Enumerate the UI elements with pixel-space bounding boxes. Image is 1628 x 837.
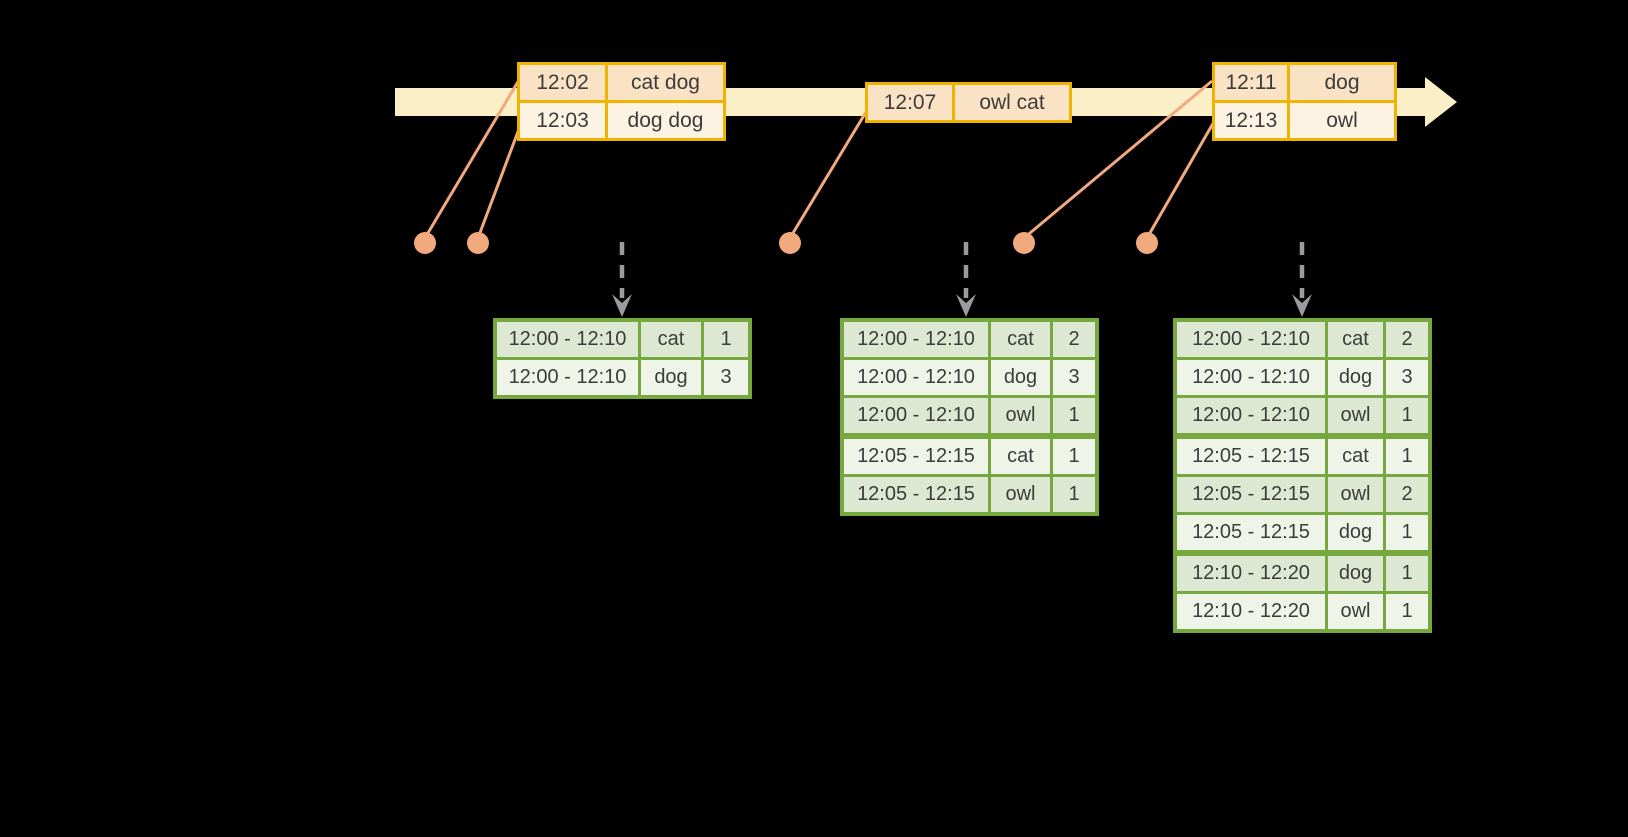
- event-connector-line: [1023, 79, 1213, 240]
- event-words-cell: cat dog: [605, 62, 726, 103]
- window-cell: 12:10 - 12:20: [1173, 550, 1328, 594]
- word-cell: owl: [1325, 395, 1386, 438]
- count-cell: 1: [1383, 512, 1432, 555]
- word-cell: cat: [988, 318, 1053, 360]
- window-cell: 12:00 - 12:10: [840, 357, 991, 398]
- window-cell: 12:00 - 12:10: [840, 318, 991, 360]
- count-cell: 1: [1383, 395, 1432, 438]
- word-cell: cat: [638, 318, 704, 360]
- dashed-down-arrow-icon: [956, 242, 976, 317]
- count-cell: 3: [1050, 357, 1099, 398]
- event-words-cell: dog dog: [605, 100, 726, 141]
- event-time-cell: 12:02: [517, 62, 608, 103]
- event-words-cell: owl: [1287, 100, 1397, 141]
- event-dot: [1013, 232, 1035, 254]
- count-cell: 1: [1050, 433, 1099, 477]
- word-cell: dog: [1325, 357, 1386, 398]
- window-cell: 12:00 - 12:10: [840, 395, 991, 438]
- window-cell: 12:00 - 12:10: [1173, 395, 1328, 438]
- window-cell: 12:05 - 12:15: [1173, 433, 1328, 477]
- count-cell: 1: [701, 318, 752, 360]
- count-cell: 3: [701, 357, 752, 399]
- word-cell: cat: [988, 433, 1053, 477]
- count-cell: 1: [1383, 550, 1432, 594]
- event-dot: [414, 232, 436, 254]
- event-connector-line: [423, 79, 521, 239]
- event-dot: [467, 232, 489, 254]
- word-cell: dog: [1325, 512, 1386, 555]
- count-cell: 2: [1383, 474, 1432, 515]
- count-cell: 3: [1383, 357, 1432, 398]
- event-words-cell: owl cat: [952, 82, 1072, 123]
- count-cell: 1: [1383, 433, 1432, 477]
- count-cell: 1: [1050, 395, 1099, 438]
- window-cell: 12:00 - 12:10: [493, 357, 641, 399]
- count-cell: 2: [1383, 318, 1432, 360]
- window-cell: 12:05 - 12:15: [840, 433, 991, 477]
- word-cell: owl: [988, 395, 1053, 438]
- event-dot: [1136, 232, 1158, 254]
- word-cell: cat: [1325, 318, 1386, 360]
- word-cell: dog: [1325, 550, 1386, 594]
- count-cell: 2: [1050, 318, 1099, 360]
- window-cell: 12:05 - 12:15: [1173, 512, 1328, 555]
- window-cell: 12:05 - 12:15: [1173, 474, 1328, 515]
- event-connector-line: [476, 120, 524, 239]
- count-cell: 1: [1050, 474, 1099, 516]
- word-cell: dog: [988, 357, 1053, 398]
- word-cell: owl: [1325, 474, 1386, 515]
- dashed-down-arrow-icon: [1292, 242, 1312, 317]
- window-cell: 12:00 - 12:10: [493, 318, 641, 360]
- event-connector-line: [788, 111, 868, 239]
- event-time-cell: 12:13: [1212, 100, 1290, 141]
- event-time-cell: 12:03: [517, 100, 608, 141]
- window-cell: 12:05 - 12:15: [840, 474, 991, 516]
- event-dot: [779, 232, 801, 254]
- event-time-cell: 12:11: [1212, 62, 1290, 103]
- count-cell: 1: [1383, 591, 1432, 633]
- event-connector-line: [1145, 119, 1217, 239]
- window-cell: 12:10 - 12:20: [1173, 591, 1328, 633]
- word-cell: dog: [638, 357, 704, 399]
- window-cell: 12:00 - 12:10: [1173, 318, 1328, 360]
- word-cell: owl: [988, 474, 1053, 516]
- word-cell: owl: [1325, 591, 1386, 633]
- event-words-cell: dog: [1287, 62, 1397, 103]
- event-time-cell: 12:07: [865, 82, 955, 123]
- dashed-down-arrow-icon: [612, 242, 632, 317]
- word-cell: cat: [1325, 433, 1386, 477]
- timeline-arrowhead-icon: [1425, 77, 1457, 127]
- window-cell: 12:00 - 12:10: [1173, 357, 1328, 398]
